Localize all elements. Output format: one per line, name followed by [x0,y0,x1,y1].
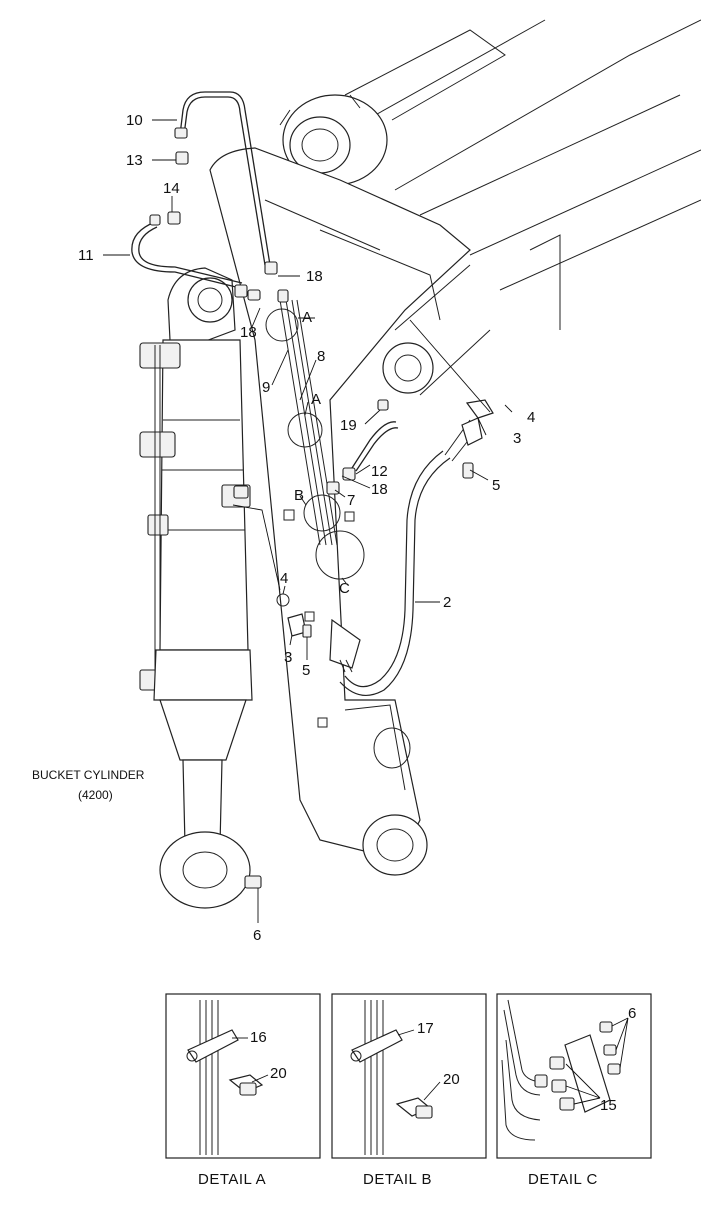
fittings [149,127,494,889]
callout-19: 19 [340,417,357,434]
detail-a-box: 16 20 DETAIL A [165,993,321,1188]
bucket-cylinder [139,267,253,909]
detail-a-callout-20: 20 [270,1065,287,1082]
callout-4-left: 4 [280,570,288,587]
callout-3-left: 3 [284,649,292,666]
callout-11: 11 [78,247,94,264]
grease-pipes [131,91,483,697]
detail-ref-a-mid: A [311,391,321,408]
leader-lines [103,119,513,923]
detail-b-callout-20: 20 [443,1071,460,1088]
callout-5-right: 5 [492,477,500,494]
callout-2: 2 [443,594,451,611]
callout-labels: 10 13 14 11 18 18 A 8 9 A 19 12 18 7 B C… [32,112,535,944]
callout-18-mid: 18 [371,481,388,498]
callout-7: 7 [347,492,355,509]
callout-3-right: 3 [513,430,521,447]
cylinder-label-code: (4200) [78,788,113,802]
detail-b-callout-17: 17 [417,1020,434,1037]
callout-12: 12 [371,463,388,480]
detail-a-caption: DETAIL A [198,1171,266,1188]
callout-10: 10 [126,112,143,129]
callout-9: 9 [262,379,270,396]
cylinder-label: BUCKET CYLINDER [32,768,145,782]
callout-18-left: 18 [240,324,257,341]
detail-b-caption: DETAIL B [363,1171,432,1188]
callout-6: 6 [253,927,261,944]
callout-4-right: 4 [527,409,535,426]
detail-c-caption: DETAIL C [528,1171,598,1188]
callout-13: 13 [126,152,143,169]
arm-structure [209,147,491,876]
detail-ref-b: B [294,487,304,504]
detail-a-callout-16: 16 [250,1029,267,1046]
callout-5-left: 5 [302,662,310,679]
detail-c-callout-6: 6 [628,1005,636,1022]
detail-b-box: 17 20 DETAIL B [331,993,487,1188]
detail-c-box: 6 15 DETAIL C [496,993,652,1188]
detail-ref-a-top: A [302,309,312,326]
callout-18-top: 18 [306,268,323,285]
boom-structure [279,19,701,330]
callout-8: 8 [317,348,325,365]
detail-ref-c: C [339,580,350,597]
detail-c-callout-15: 15 [600,1097,617,1114]
callout-14: 14 [163,180,180,197]
